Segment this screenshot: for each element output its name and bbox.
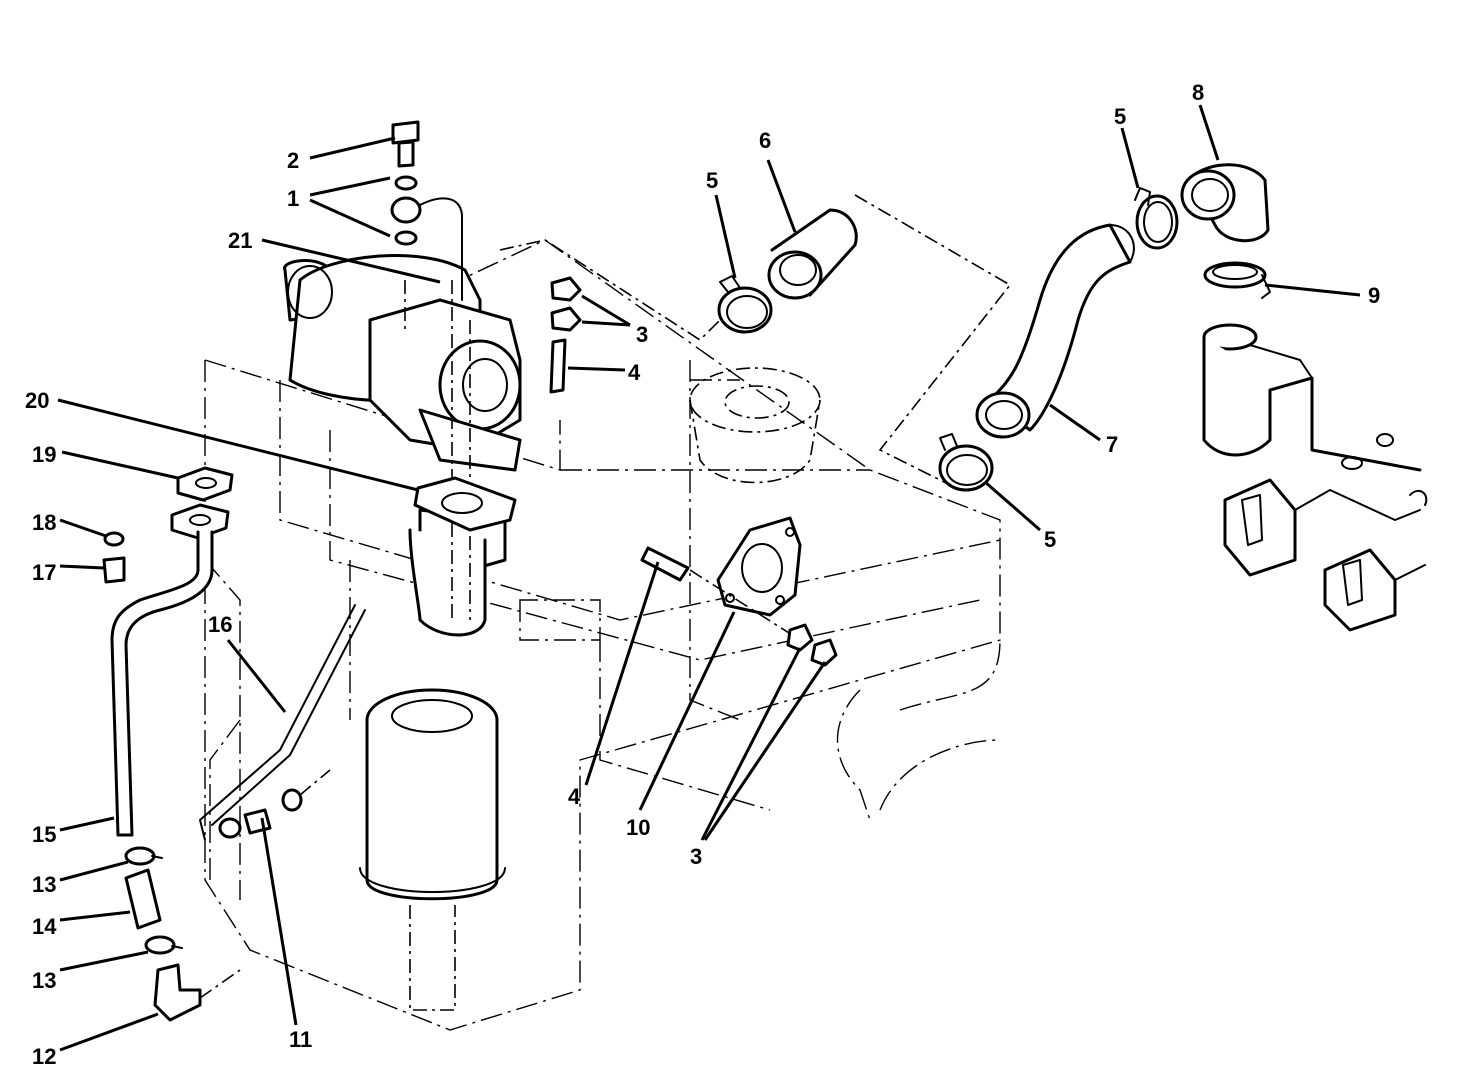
- callout-10: 10: [626, 815, 650, 840]
- callout-8: 8: [1192, 80, 1204, 105]
- oil-drain-pipe: [110, 530, 214, 837]
- nut-3-lower-a: [786, 623, 814, 652]
- leader-lines: [57, 104, 1361, 1052]
- stud-4-lower: [640, 546, 690, 582]
- oil-filter: [359, 688, 506, 1011]
- elbow-fitting-12: [153, 963, 241, 1022]
- hose-clamp-5a: [717, 275, 773, 334]
- sealing-washer-lower: [394, 230, 418, 246]
- callout-3-upper: 3: [636, 322, 648, 347]
- callout-4-upper: 4: [628, 360, 641, 385]
- nut-3-lower-b: [810, 638, 838, 667]
- air-intake-dome: [689, 367, 821, 484]
- oil-feed-line: [404, 197, 471, 620]
- callout-3-lower: 3: [690, 844, 702, 869]
- turbo-outlet-gasket: [413, 476, 517, 532]
- crossover-tube-7: [975, 223, 1135, 439]
- callout-14: 14: [32, 914, 57, 939]
- hose-6: [767, 208, 858, 300]
- hose-clamp-9: [1203, 261, 1271, 299]
- oil-drain-flange: [170, 503, 230, 540]
- nut-3-upper-a: [550, 276, 582, 302]
- callout-12: 12: [32, 1044, 56, 1069]
- elbow-hose-8: [1180, 163, 1270, 243]
- oil-drain-gasket: [176, 466, 234, 502]
- callout-17: 17: [32, 560, 56, 585]
- callout-9: 9: [1368, 283, 1380, 308]
- callout-labels: 1 2 3 3 4 4 5 5 5 6 7 8 9 10 11 12 13 13…: [25, 80, 1380, 1069]
- hose-14: [124, 868, 162, 930]
- hose-clamp-upper: [124, 846, 163, 866]
- nut-3-upper-b: [550, 306, 582, 332]
- callout-7: 7: [1106, 432, 1118, 457]
- hose-clamp-5b: [1134, 187, 1179, 250]
- callout-20: 20: [25, 388, 49, 413]
- hose-clamp-5c: [938, 433, 994, 492]
- hose-clamp-lower: [144, 935, 183, 955]
- callout-5-clamp-a: 5: [706, 168, 718, 193]
- turbocharger: [283, 254, 522, 637]
- oil-supply-tube: [199, 604, 366, 841]
- phantom-connection-lines: [499, 194, 1012, 491]
- banjo-fitting: [390, 196, 422, 224]
- lockwasher-18: [103, 531, 125, 547]
- callout-15: 15: [32, 822, 56, 847]
- elbow-gasket-10: [689, 516, 802, 641]
- stud-4-upper: [549, 338, 567, 394]
- callout-19: 19: [32, 442, 56, 467]
- callout-21: 21: [228, 228, 252, 253]
- bolt-17: [102, 556, 126, 584]
- exhaust-manifold: [1202, 323, 1428, 632]
- callout-5-clamp-c: 5: [1044, 527, 1056, 552]
- callout-13-lower: 13: [32, 968, 56, 993]
- callout-13-upper: 13: [32, 872, 56, 897]
- callout-6: 6: [759, 128, 771, 153]
- sealing-washer-upper: [394, 175, 418, 191]
- callout-4-lower: 4: [568, 784, 581, 809]
- banjo-bolt: [391, 120, 420, 168]
- callout-2: 2: [287, 148, 299, 173]
- callout-5-clamp-b: 5: [1114, 104, 1126, 129]
- callout-16: 16: [208, 612, 232, 637]
- callout-1: 1: [287, 186, 299, 211]
- callout-18: 18: [32, 510, 56, 535]
- callout-11: 11: [289, 1027, 312, 1052]
